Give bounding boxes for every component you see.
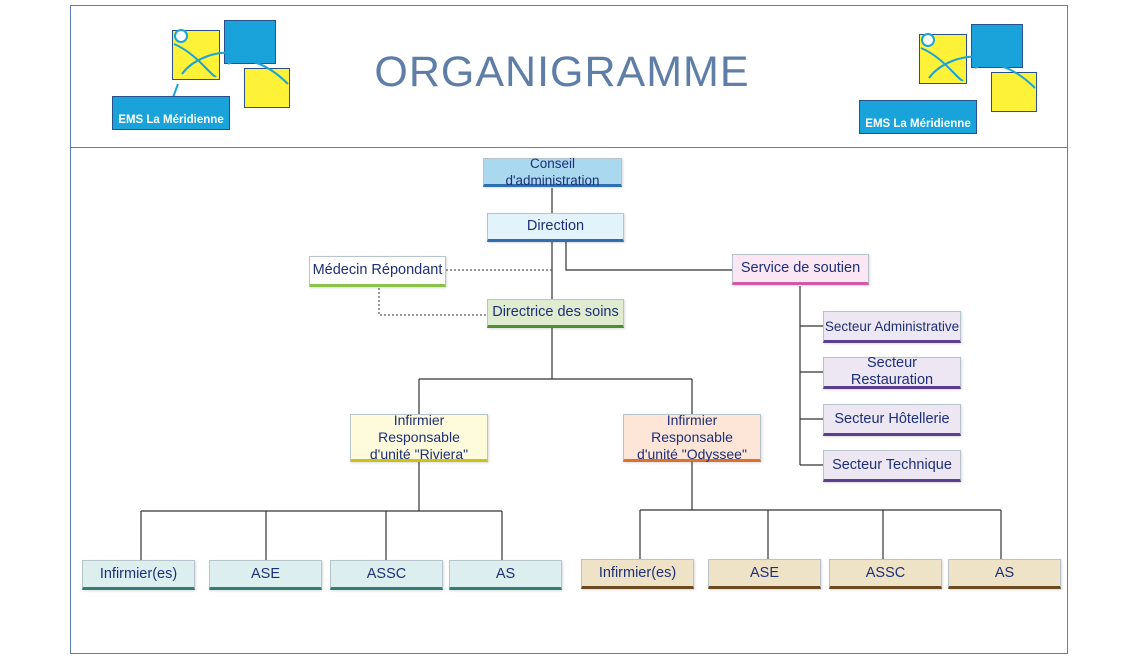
logo-badge: EMS La Méridienne xyxy=(859,100,977,134)
logo-swoosh-icon xyxy=(920,33,1036,89)
logo-yellow-square-small xyxy=(991,72,1037,112)
node-odyssee: Infirmier Responsable d'unité "Odyssee" xyxy=(623,412,761,462)
dotted-medecin-directrice xyxy=(378,288,488,316)
node-riviera-infirmier: Infirmier(es) xyxy=(82,560,195,590)
node-service: Service de soutien xyxy=(732,254,869,285)
node-conseil: Conseil d'administration xyxy=(483,156,622,188)
node-odyssee-ase: ASE xyxy=(708,559,821,589)
node-odyssee-infirmier: Infirmier(es) xyxy=(581,559,694,589)
logo-badge: EMS La Méridienne xyxy=(112,96,230,130)
node-direction: Direction xyxy=(487,213,624,242)
logo-blue-square xyxy=(971,24,1023,68)
node-riviera-as: AS xyxy=(449,560,562,590)
node-riviera-assc: ASSC xyxy=(330,560,443,590)
node-secteur-tech: Secteur Technique xyxy=(823,450,961,482)
node-secteur-resto: Secteur Restauration xyxy=(823,355,961,389)
logo-left: EMS La Méridienne xyxy=(112,20,292,135)
logo-yellow-square-small xyxy=(244,68,290,108)
logo-blue-square xyxy=(224,20,276,64)
connector-direction-service xyxy=(565,242,732,271)
page-title: ORGANIGRAMME xyxy=(374,48,750,96)
node-odyssee-as: AS xyxy=(948,559,1061,589)
node-medecin: Médecin Répondant xyxy=(309,256,446,287)
node-odyssee-assc: ASSC xyxy=(829,559,942,589)
header-divider xyxy=(70,147,1068,148)
node-riviera-ase: ASE xyxy=(209,560,322,590)
node-secteur-admin: Secteur Administrative xyxy=(823,311,961,343)
logo-right: EMS La Méridienne xyxy=(859,24,1039,139)
page-frame xyxy=(70,5,1068,654)
node-secteur-hotel: Secteur Hôtellerie xyxy=(823,404,961,436)
node-directrice: Directrice des soins xyxy=(487,299,624,328)
node-riviera: Infirmier Responsable d'unité "Riviera" xyxy=(350,412,488,462)
